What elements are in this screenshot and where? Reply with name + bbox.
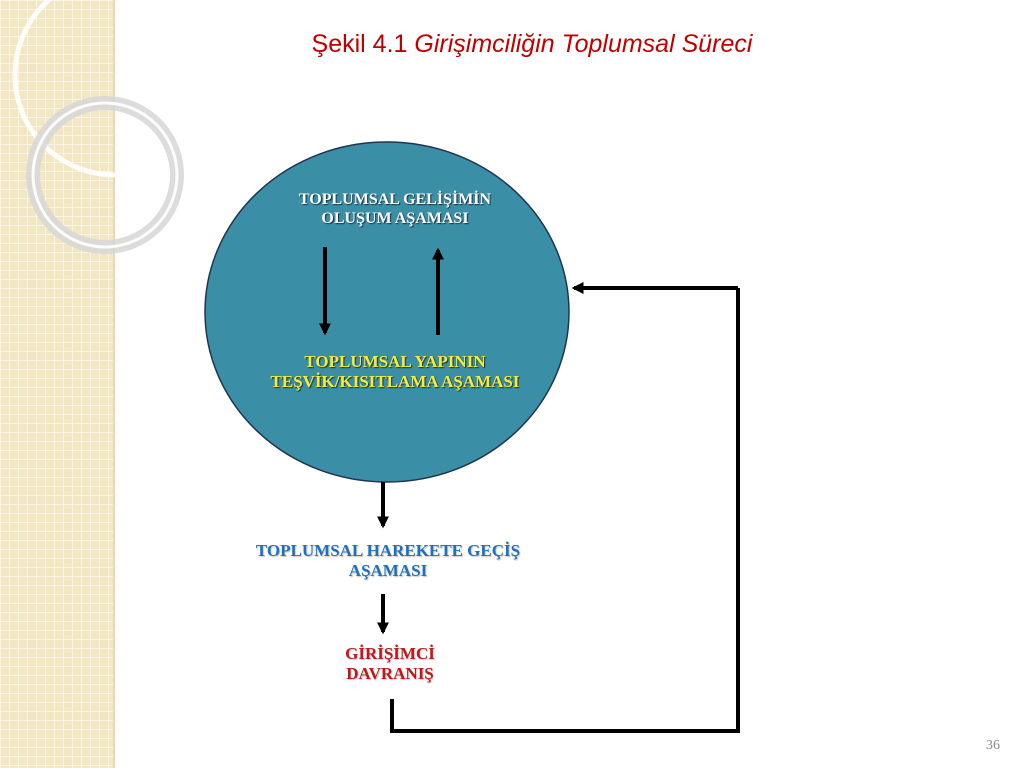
title-prefix: Şekil 4.1 [311, 30, 408, 58]
process-circle [204, 141, 570, 483]
stage-entrepreneur-behavior: GİRİŞİMCİ DAVRANIŞ [345, 644, 435, 684]
page-number: 36 [986, 738, 1000, 753]
circle-bottom-label: TOPLUMSAL YAPININ TEŞVİK/KISITLAMA AŞAMA… [270, 352, 520, 392]
decorative-ring-large [12, 0, 218, 178]
stage-social-action: TOPLUMSAL HAREKETE GEÇİŞ AŞAMASI [255, 541, 521, 581]
slide-title: Şekil 4.1 Girişimciliğin Toplumsal Sürec… [0, 30, 1024, 59]
feedback-loop-line [390, 288, 740, 733]
title-text: Girişimciliğin Toplumsal Süreci [414, 30, 753, 58]
circle-top-label: TOPLUMSAL GELİŞİMİN OLUŞUM AŞAMASI [298, 191, 492, 227]
sidebar-edge [113, 0, 115, 768]
decorative-ring-small-inner [31, 101, 179, 249]
decorative-rings [12, 0, 218, 254]
